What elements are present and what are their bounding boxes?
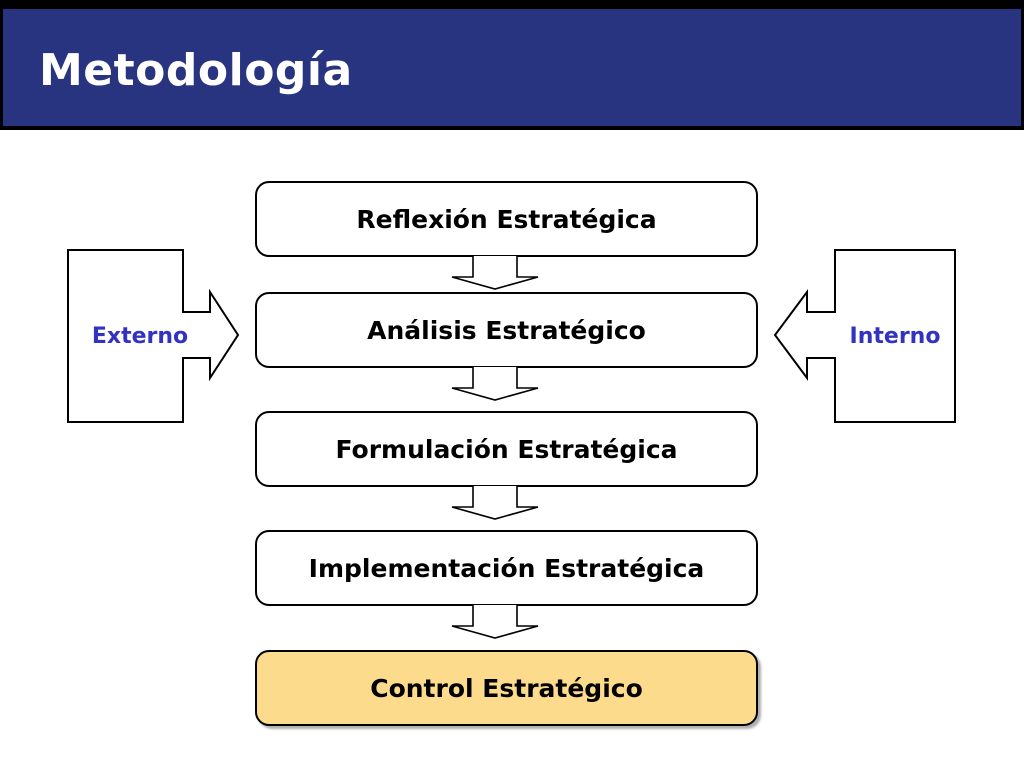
flow-box-label: Implementación Estratégica (308, 553, 705, 583)
flow-box-reflexion: Reflexión Estratégica (255, 181, 758, 257)
externo-label: Externo (91, 324, 189, 349)
flow-box-label: Formulación Estratégica (335, 434, 678, 464)
interno-label: Interno (849, 324, 941, 349)
flow-box-analisis: Análisis Estratégico (255, 292, 758, 368)
slide-header: Metodología (0, 0, 1024, 130)
page-title: Metodología (39, 45, 353, 96)
flow-box-formulacion: Formulación Estratégica (255, 411, 758, 487)
flow-box-label: Control Estratégico (370, 673, 643, 703)
down-arrow-icon (451, 367, 539, 401)
interno-left-arrow-shape (773, 249, 956, 423)
flow-box-label: Reflexión Estratégica (356, 204, 657, 234)
down-arrow-icon (451, 256, 539, 290)
externo-right-arrow-shape (67, 249, 240, 423)
down-arrow-icon (451, 486, 539, 520)
down-arrow-icon (451, 605, 539, 639)
flow-box-control: Control Estratégico (255, 650, 758, 726)
flow-box-label: Análisis Estratégico (367, 315, 646, 345)
flow-box-implementacion: Implementación Estratégica (255, 530, 758, 606)
